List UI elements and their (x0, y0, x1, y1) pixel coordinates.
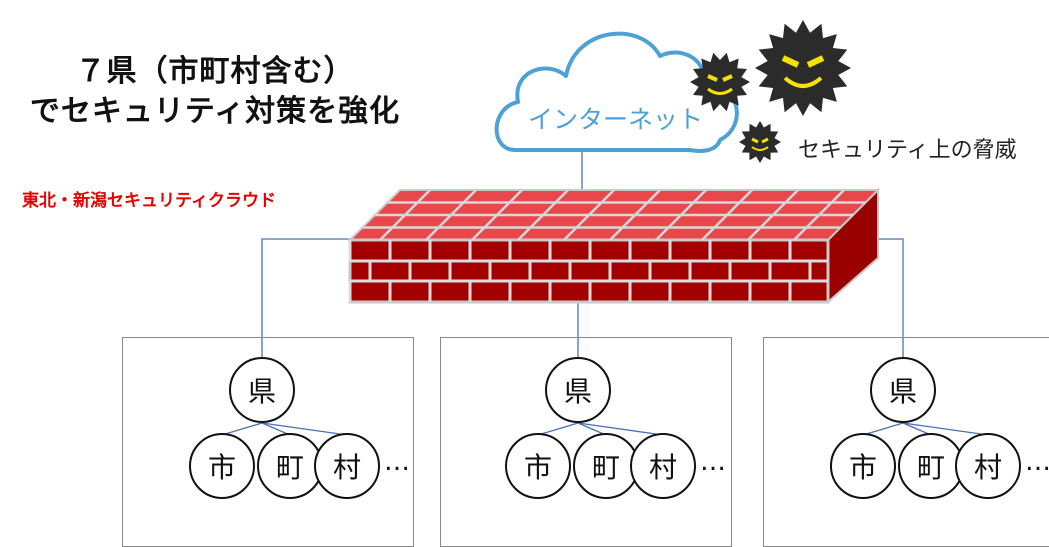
village-node: 村 (955, 433, 1021, 499)
main-title: ７県（市町村含む） でセキュリティ対策を強化 (0, 52, 430, 132)
town-node: 町 (898, 433, 964, 499)
threat-monster-small-icon (739, 121, 781, 163)
town-node: 町 (257, 433, 323, 499)
prefecture-node: 県 (545, 357, 611, 423)
firewall-to-group1-line (261, 238, 350, 360)
title-line-1: ７県（市町村含む） (75, 54, 355, 89)
internet-cloud-shape (494, 31, 739, 153)
internet-label: インターネット (528, 105, 704, 134)
more-ellipsis: … (700, 447, 727, 477)
village-node: 村 (630, 433, 696, 499)
city-node: 市 (189, 433, 255, 499)
threat-label: セキュリティ上の脅威 (798, 138, 1017, 163)
city-node: 市 (505, 433, 571, 499)
more-ellipsis: … (384, 447, 411, 477)
prefecture-node: 県 (870, 357, 936, 423)
threat-monster-large-icon (755, 20, 851, 116)
more-ellipsis: … (1025, 447, 1049, 477)
prefecture-node: 県 (229, 357, 295, 423)
town-node: 町 (573, 433, 639, 499)
connector-lines (261, 150, 904, 360)
title-line-2: でセキュリティ対策を強化 (29, 94, 401, 129)
threat-monster-icon (690, 52, 750, 112)
firewall-top-pattern (362, 189, 866, 241)
brick-pattern (348, 240, 828, 302)
city-node: 市 (830, 433, 896, 499)
security-cloud-label: 東北・新潟セキュリティクラウド (22, 191, 276, 211)
diagram-canvas (221, 20, 989, 436)
village-node: 村 (314, 433, 380, 499)
firewall-to-group3-line (878, 238, 904, 360)
